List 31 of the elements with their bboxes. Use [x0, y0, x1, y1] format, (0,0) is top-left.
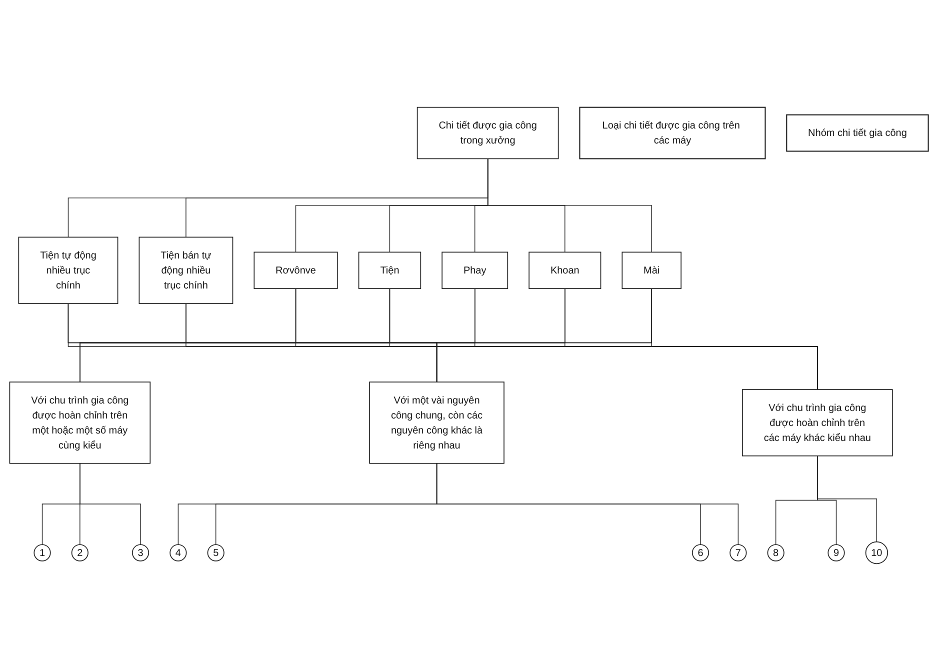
node-circle: 9	[828, 544, 845, 562]
node-circle: 10	[865, 541, 888, 564]
node-box: Chi tiết được gia công trong xưởng	[416, 106, 559, 160]
node-circle: 7	[730, 544, 747, 562]
node-box: Với chu trình gia công được hoàn chỉnh trên các máy khác kiểu nhau	[742, 389, 893, 456]
node-box: Với chu trình gia công được hoàn chỉnh trên một hoặc một số máy cùng kiểu	[9, 382, 151, 464]
connector	[474, 288, 818, 390]
connector	[80, 463, 141, 545]
node-circle: 6	[692, 544, 710, 562]
connector	[487, 158, 652, 253]
node-box: Phay	[442, 252, 508, 289]
connector	[295, 288, 818, 390]
connector	[389, 288, 818, 390]
node-box: Rơvônve	[254, 252, 338, 289]
node-box: Tiện tự động nhiều trục chính	[18, 236, 118, 304]
connector	[651, 288, 818, 390]
node-box: Loại chi tiết được gia công trên các máy	[579, 106, 766, 160]
node-circle: 2	[71, 544, 88, 562]
node-circle: 4	[170, 544, 187, 562]
node-circle: 5	[207, 544, 224, 562]
node-box: Tiện	[358, 252, 422, 289]
node-box: Khoan	[528, 252, 602, 289]
node-box: Mài	[622, 252, 682, 289]
node-circle: 3	[132, 544, 150, 562]
node-circle: 8	[767, 544, 784, 562]
node-box: Nhóm chi tiết gia công	[786, 114, 929, 152]
node-circle: 1	[34, 544, 51, 562]
node-box: Với một vài nguyên công chung, còn các nguyên công khác là riêng nhau	[369, 382, 504, 464]
node-box: Tiện bán tự động nhiều trục chính	[138, 236, 234, 304]
connector	[817, 456, 878, 542]
connector	[564, 288, 818, 390]
